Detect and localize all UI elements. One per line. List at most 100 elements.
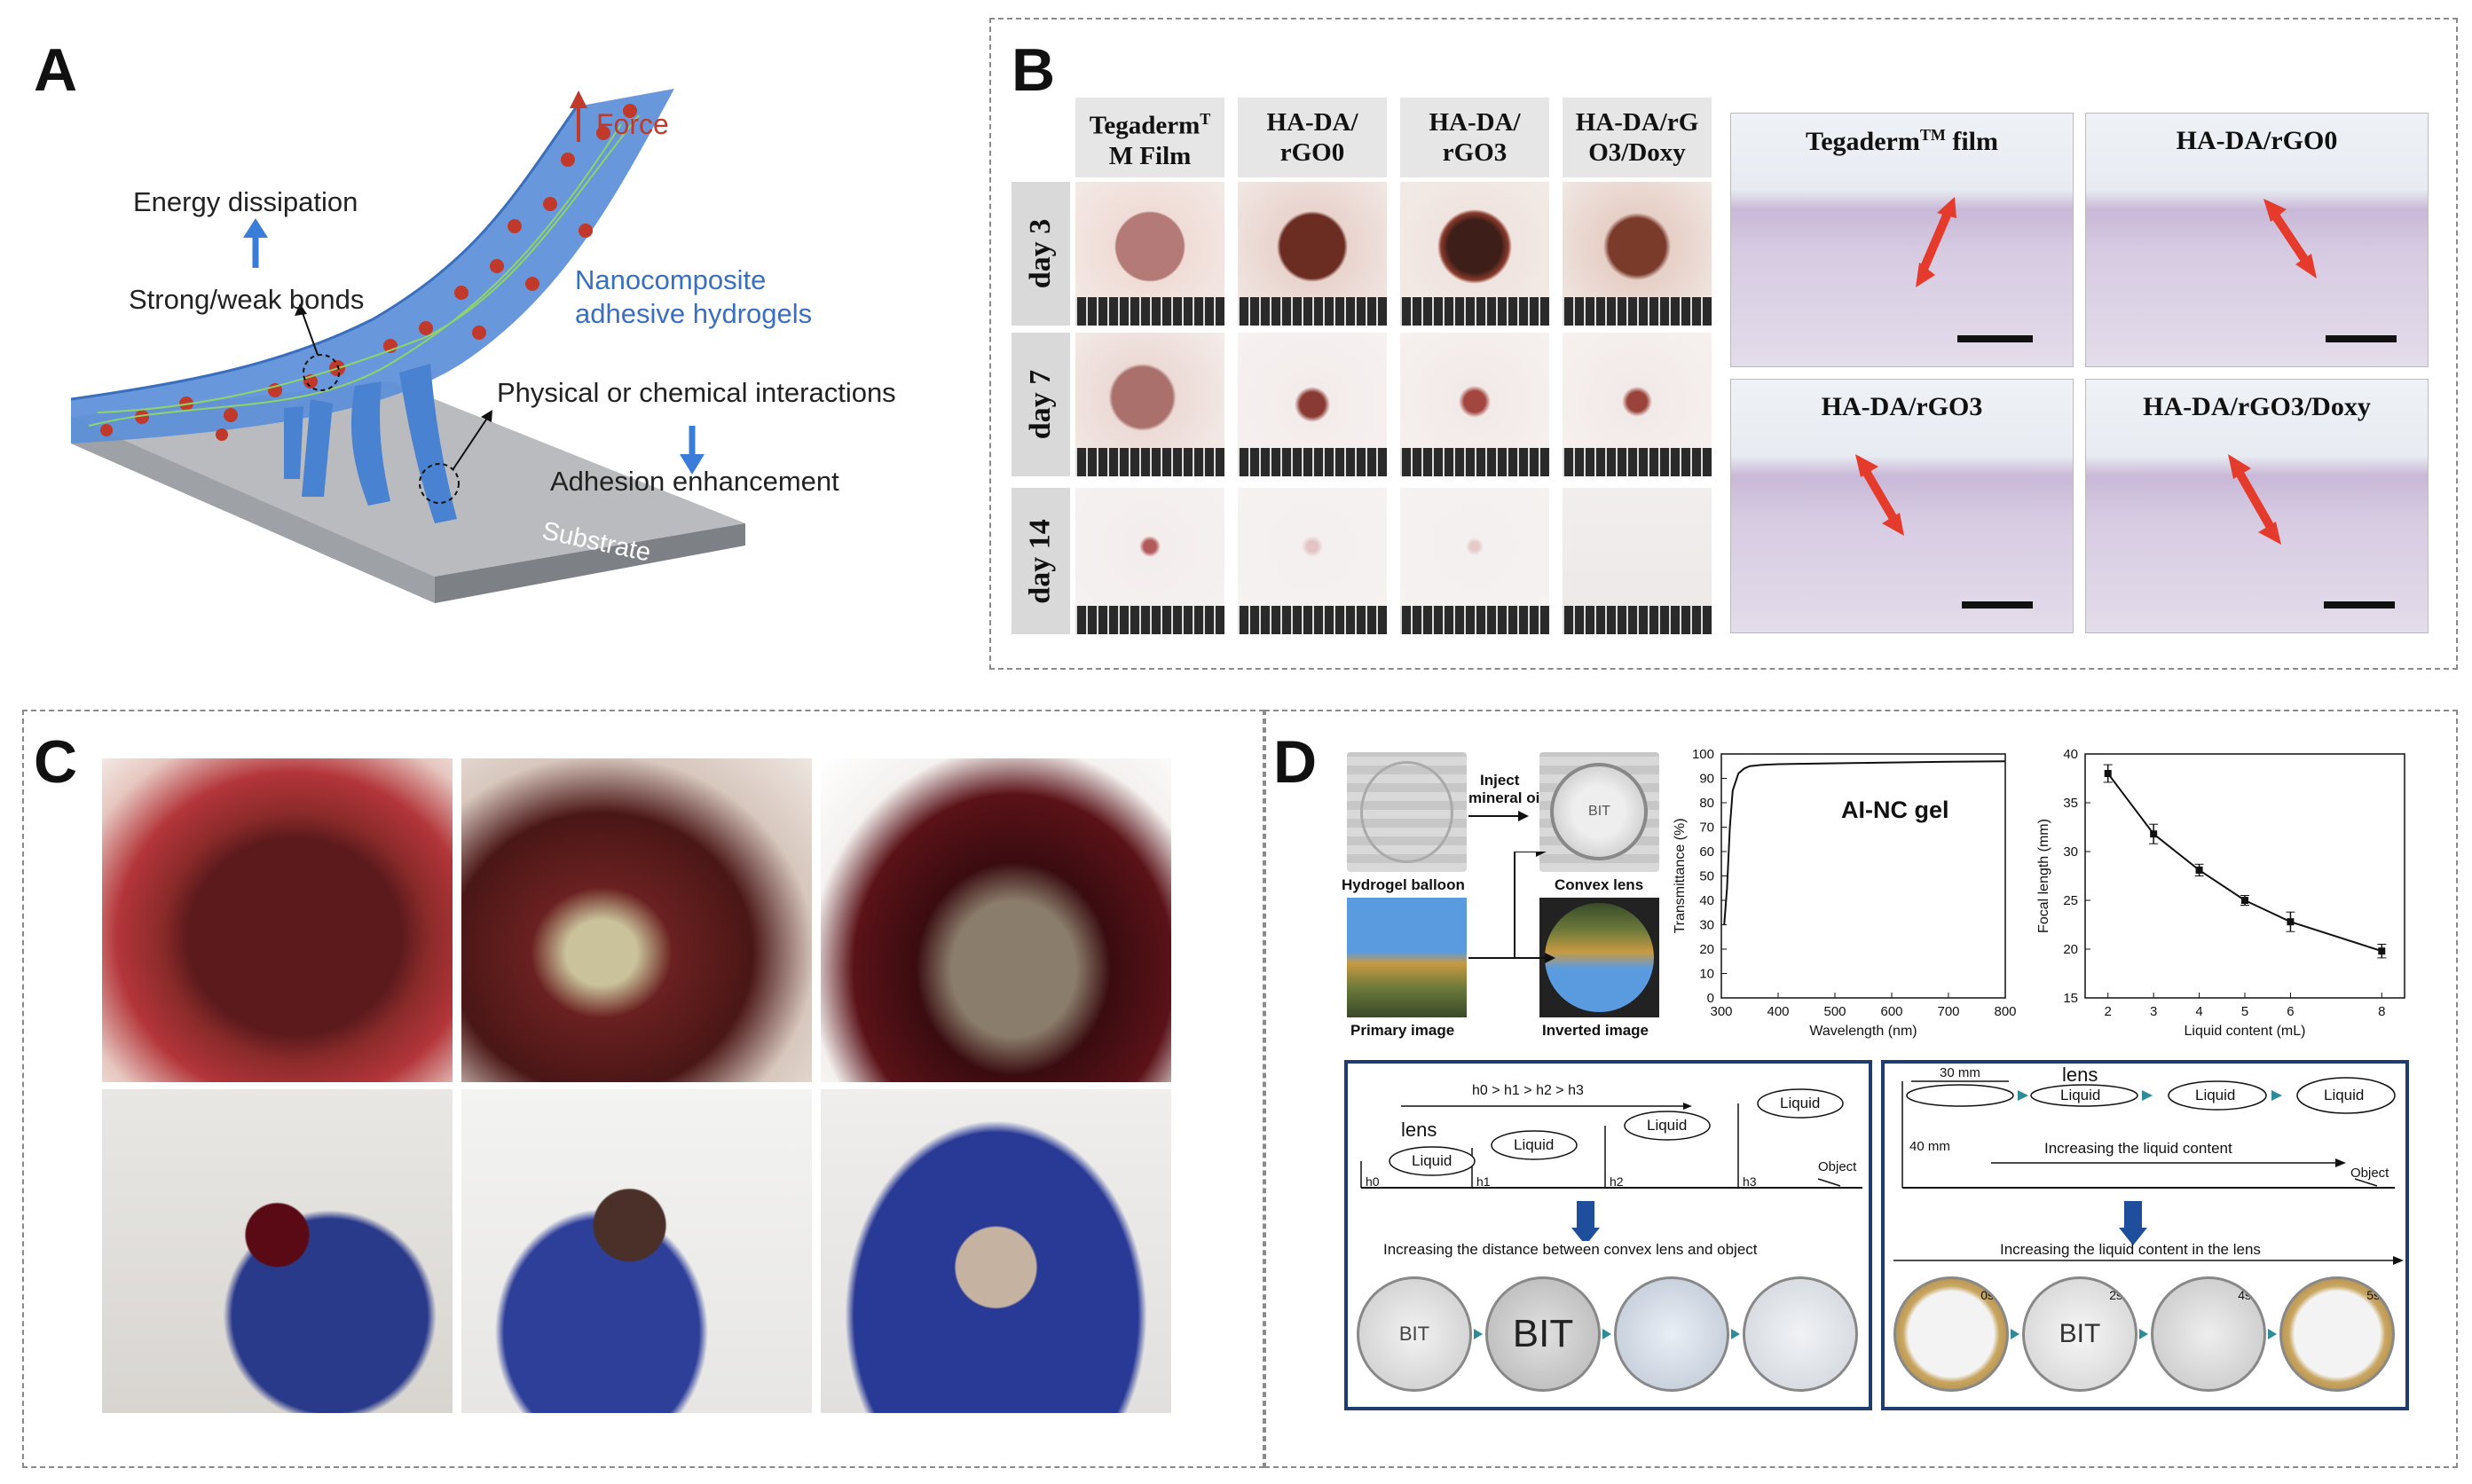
lens-photo [1743, 1276, 1858, 1392]
b-column-header-2: HA-DA/rGO0 [1238, 98, 1387, 177]
wound-photo [1075, 182, 1224, 326]
y-tick-label: 50 [1699, 869, 1714, 884]
x-tick-label: 8 [2378, 1004, 2385, 1019]
substrate-side [71, 417, 435, 603]
y-tick-label: 40 [1699, 893, 1714, 908]
inverted-image-photo [1539, 898, 1659, 1017]
liquid-caption: Increasing the liquid content in the len… [2000, 1241, 2261, 1258]
hydrogel-illustration [70, 89, 745, 603]
data-point [2287, 918, 2295, 926]
inject-arrow [1468, 811, 1529, 821]
x-tick-label: 2 [2105, 1004, 2112, 1019]
convex-lens-photo: BIT [1539, 752, 1659, 872]
x-axis-label: Wavelength (nm) [1809, 1024, 1917, 1039]
distance-schematic [1360, 1088, 1862, 1241]
force-label: Force [596, 108, 669, 140]
y-tick-label: 15 [2063, 991, 2078, 1006]
plot-frame [2084, 753, 2405, 999]
primary-image-label: Primary image [1350, 1022, 1455, 1039]
transition-arrows [1474, 1329, 1740, 1339]
histology-label: HA-DA/rGO3/Doxy [2143, 392, 2371, 421]
liquid-label: Liquid [1412, 1152, 1452, 1169]
lens-photo [1614, 1276, 1729, 1392]
b-row-header-day14: day 14 [1012, 488, 1070, 634]
inject-label-2: mineral oil [1468, 789, 1545, 806]
adhesion-label: Adhesion enhancement [550, 466, 839, 497]
energy-dissipation-label: Energy dissipation [133, 186, 358, 217]
x-tick-label: 800 [1994, 1004, 2016, 1019]
liver-gel-photo [461, 758, 812, 1082]
scale-bar [2324, 601, 2395, 609]
wound-photo [1238, 182, 1387, 326]
primary-image-photo [1347, 898, 1467, 1017]
data-point [2378, 947, 2386, 955]
y-tick-label: 25 [2063, 893, 2078, 908]
interactions-label: Physical or chemical interactions [497, 377, 896, 408]
y-tick-label: 70 [1699, 821, 1714, 836]
histology-label: HA-DA/rGO3 [1821, 392, 1983, 421]
x-tick-label: 500 [1823, 1004, 1846, 1019]
nanoparticles [100, 104, 637, 441]
wound-photo [1238, 488, 1387, 634]
distance-caption: Increasing the distance between convex l… [1383, 1241, 1758, 1258]
data-point [2241, 897, 2248, 904]
lens-photo: 5s [2279, 1276, 2395, 1392]
data-point [2195, 866, 2203, 874]
tail-bleeding-photo [102, 1089, 453, 1413]
liquid-schematic [1893, 1077, 2404, 1265]
inverted-image-label: Inverted image [1542, 1022, 1649, 1039]
y-tick-label: 30 [1699, 918, 1714, 933]
liver-powder-photo [821, 758, 1171, 1082]
scale-bar [1962, 601, 2033, 609]
wound-photo [1238, 333, 1387, 476]
series-line [2106, 773, 2382, 953]
wound-photo [1075, 333, 1224, 476]
wound-photo [1400, 333, 1549, 476]
y-tick-label: 90 [1699, 772, 1714, 787]
wound-photo [1563, 182, 1712, 326]
tail-powder-photo [821, 1089, 1171, 1413]
y-axis-label: Focal length (mm) [2036, 819, 2051, 933]
y-tick-label: 35 [2063, 796, 2078, 811]
lens-bit-text: BIT [1588, 804, 1610, 819]
x-axis-label: Liquid content (mL) [2185, 1024, 2306, 1039]
convex-lens-label: Convex lens [1555, 876, 1644, 893]
scale-bar [2326, 335, 2397, 342]
histology-rgo3-doxy: HA-DA/rGO3/Doxy [2085, 379, 2429, 633]
wound-photo [1563, 488, 1712, 634]
liquid-label: Liquid [1647, 1117, 1688, 1134]
y-tick-label: 40 [2063, 747, 2078, 762]
x-tick-label: 700 [1937, 1004, 1959, 1019]
y-tick-label: 30 [2063, 844, 2078, 860]
histology-tegaderm: TegadermTM film [1730, 113, 2074, 367]
object-label: Object [1818, 1159, 1857, 1174]
h1-label: h1 [1476, 1174, 1491, 1189]
histology-rgo0: HA-DA/rGO0 [2085, 113, 2429, 367]
x-tick-label: 400 [1767, 1004, 1789, 1019]
liquid-label: Liquid [2324, 1087, 2365, 1103]
lens-photo: BIT [1357, 1276, 1472, 1392]
substrate-front [435, 523, 745, 603]
panel-d-frame [1264, 710, 2458, 1468]
x-tick-label: 6 [2287, 1004, 2294, 1019]
hydrogel-balloon-label: Hydrogel balloon [1342, 876, 1465, 893]
x-tick-label: 4 [2195, 1004, 2202, 1019]
hydrogel-label-1: Nanocomposite [575, 264, 767, 295]
panel-letter-c: C [34, 728, 78, 796]
dimension-label: 30 mm [1940, 1065, 1980, 1080]
liquid-label: Liquid [2195, 1087, 2236, 1103]
panel-letter-b: B [1012, 36, 1056, 104]
y-tick-label: 100 [1692, 747, 1714, 762]
y-tick-label: 20 [1699, 942, 1714, 957]
panel-letter-d: D [1273, 728, 1318, 796]
x-tick-label: 5 [2241, 1004, 2248, 1019]
histology-label: TegadermTM film [1805, 126, 1999, 156]
liquid-content-experiment-box: 30 mm lens Liquid Liquid Liquid 40 mm In… [1881, 1060, 2409, 1410]
y-axis-label: Transmittance (%) [1673, 818, 1688, 933]
data-point [2150, 830, 2158, 838]
h3-label: h3 [1743, 1174, 1757, 1189]
